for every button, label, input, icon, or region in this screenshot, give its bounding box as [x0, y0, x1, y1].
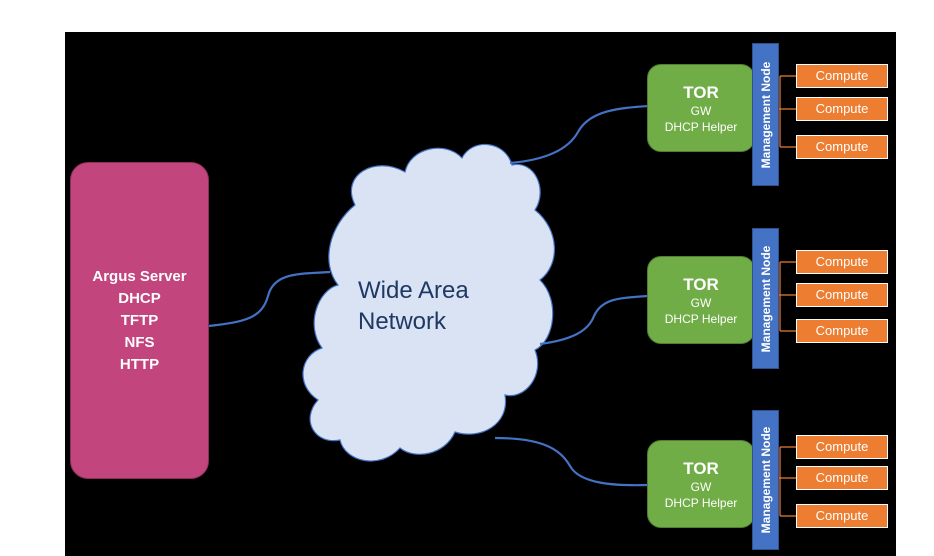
tor-switch-3: TOR GW DHCP Helper [647, 440, 755, 528]
server-service-nfs: NFS [124, 333, 155, 351]
wan-label-line-2: Network [358, 308, 447, 335]
tor-gw-label: GW [690, 103, 712, 118]
compute-node: Compute [796, 283, 888, 307]
tor-dhcp-helper-label: DHCP Helper [664, 119, 738, 134]
compute-node: Compute [796, 250, 888, 274]
wan-label-line-1: Wide Area [358, 277, 469, 304]
compute-node: Compute [796, 97, 888, 121]
wan-cloud-shape [302, 144, 555, 462]
compute-node: Compute [796, 435, 888, 459]
compute-node: Compute [796, 504, 888, 528]
compute-node: Compute [796, 64, 888, 88]
compute-node: Compute [796, 466, 888, 490]
server-service-tftp: TFTP [120, 311, 159, 329]
tor-title: TOR [683, 82, 719, 102]
tor-dhcp-helper-label: DHCP Helper [664, 311, 738, 326]
management-node-3: Management Node [752, 410, 779, 550]
tor-gw-label: GW [690, 295, 712, 310]
management-node-2: Management Node [752, 228, 779, 369]
management-node-label: Management Node [758, 426, 773, 534]
tor-title: TOR [683, 274, 719, 294]
server-title: Argus Server [92, 267, 187, 285]
link-wan-tor1 [509, 104, 649, 165]
management-node-label: Management Node [758, 61, 773, 168]
link-wan-tor2 [539, 294, 649, 346]
server-service-http: HTTP [119, 355, 160, 373]
compute-node: Compute [796, 135, 888, 159]
server-service-dhcp: DHCP [118, 289, 161, 307]
tor-gw-label: GW [690, 479, 712, 494]
tor-switch-2: TOR GW DHCP Helper [647, 256, 755, 344]
tor-title: TOR [683, 458, 719, 478]
management-node-label: Management Node [758, 245, 773, 352]
wan-label: Wide Area Network [358, 275, 518, 337]
tor-switch-1: TOR GW DHCP Helper [647, 64, 755, 152]
link-wan-tor3 [494, 436, 649, 487]
tor-dhcp-helper-label: DHCP Helper [664, 495, 738, 510]
link-server-wan [208, 270, 331, 328]
compute-node: Compute [796, 319, 888, 343]
management-node-1: Management Node [752, 43, 779, 186]
argus-server-box: Argus Server DHCP TFTP NFS HTTP [70, 162, 209, 479]
